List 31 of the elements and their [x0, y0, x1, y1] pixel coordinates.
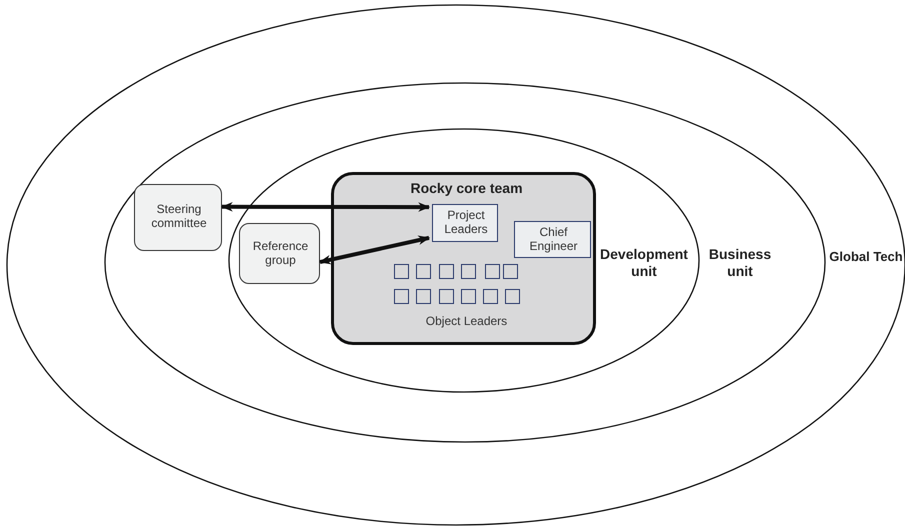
- region-label: Global Tech: [828, 249, 904, 265]
- box-label: Project Leaders: [443, 208, 489, 237]
- region-label: Business unit: [708, 246, 772, 280]
- box-label: Steering committee: [150, 202, 208, 231]
- member-square: [505, 289, 520, 304]
- member-square: [416, 289, 431, 304]
- member-square: [461, 289, 476, 304]
- member-square: [483, 289, 498, 304]
- role-box: [432, 204, 498, 242]
- member-square: [503, 264, 518, 279]
- role-box: [239, 223, 320, 284]
- role-box: [134, 184, 222, 251]
- ellipse-region: [104, 82, 826, 443]
- team-title: Rocky core team: [409, 180, 524, 197]
- team-panel: [331, 172, 596, 345]
- member-square: [394, 289, 409, 304]
- double-arrow: [220, 202, 430, 212]
- ellipse-region: [228, 128, 700, 393]
- role-box: [514, 221, 591, 258]
- member-square: [485, 264, 500, 279]
- member-square: [461, 264, 476, 279]
- member-square: [416, 264, 431, 279]
- box-label: Reference group: [252, 239, 310, 268]
- ellipse-region: [6, 4, 905, 526]
- double-arrow: [318, 236, 430, 264]
- member-caption: Object Leaders: [424, 314, 508, 328]
- member-square: [439, 264, 454, 279]
- box-label: Chief Engineer: [528, 225, 579, 254]
- region-label: Development unit: [599, 246, 689, 280]
- member-square: [394, 264, 409, 279]
- member-square: [439, 289, 454, 304]
